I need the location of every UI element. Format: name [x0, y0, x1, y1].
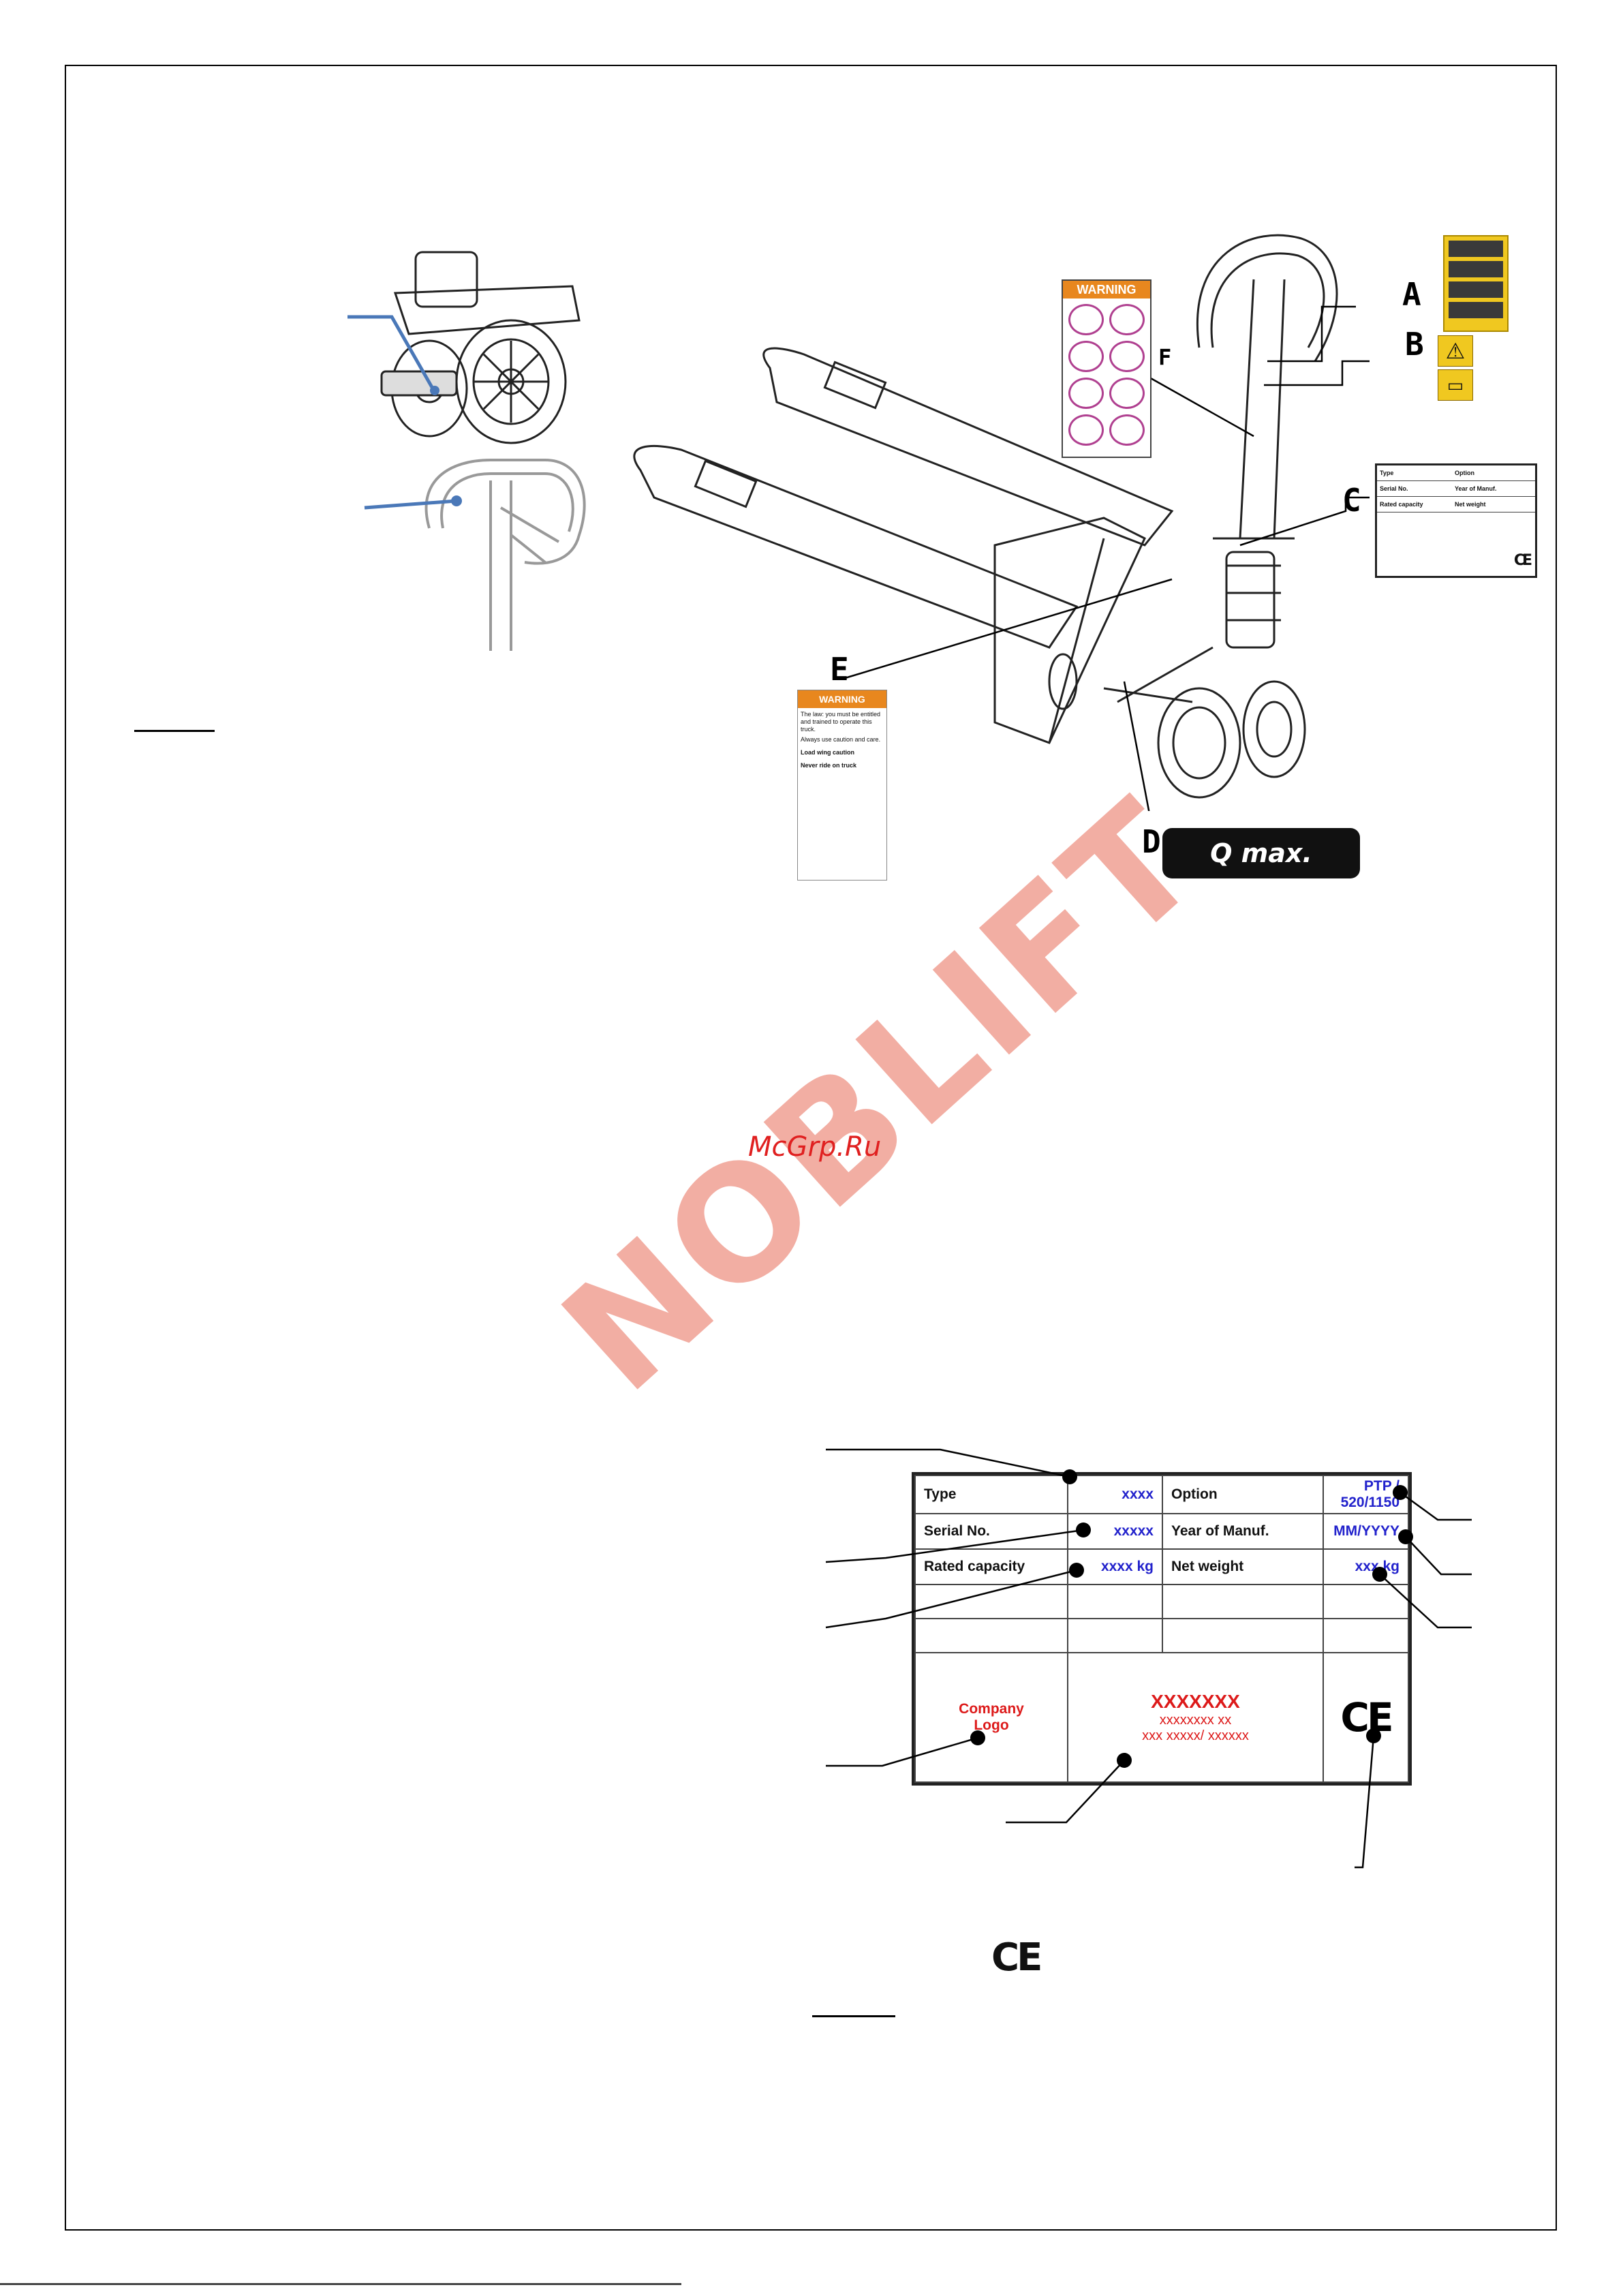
pallet-truck-figure: [627, 225, 1404, 811]
nameplate-company-line-1: Company: [959, 1701, 1024, 1717]
sticker-f-pictograms: [1063, 299, 1150, 451]
nameplate-net-label: Net weight: [1162, 1548, 1324, 1585]
label-letter-a: A: [1402, 276, 1421, 313]
label-letter-f: F: [1158, 344, 1172, 370]
handle-pointer-line: [364, 495, 462, 510]
sticker-c-ce: CE: [1513, 552, 1532, 569]
brake-pointer-line: [347, 315, 439, 395]
nameplate-empty-cell: [1162, 1618, 1324, 1653]
sticker-f: WARNING: [1062, 279, 1151, 458]
nameplate-empty-cell: [1323, 1584, 1409, 1619]
no-entry-icon: [1068, 341, 1104, 372]
nameplate-manufacturer: XXXXXXX xxxxxxxx xx xxx xxxxx/ xxxxxx: [1067, 1652, 1324, 1783]
nameplate-ce-cell: CE: [1323, 1652, 1409, 1783]
nameplate-year-value: MM/YYYY: [1323, 1513, 1409, 1550]
label-letter-e: E: [830, 651, 849, 688]
sticker-c-option: Option: [1455, 470, 1474, 476]
nameplate-company-logo: Company Logo: [914, 1652, 1068, 1783]
warning-triangle-icon: ⚠: [1438, 335, 1473, 367]
page-frame: [65, 65, 1557, 2231]
callout-dot-serial: [1076, 1522, 1091, 1537]
ce-mark: CE: [991, 1935, 1042, 1980]
no-entry-icon: [1068, 378, 1104, 409]
sticker-a-icon-1: [1449, 241, 1503, 257]
nameplate-empty-cell: [1162, 1584, 1324, 1619]
nameplate-empty-cell: [914, 1618, 1068, 1653]
nameplate-option-label: Option: [1162, 1475, 1324, 1514]
nameplate-empty-cell: [1067, 1618, 1163, 1653]
callout-dot-manufacturer: [1117, 1753, 1132, 1768]
site-watermark: McGrp.Ru: [748, 1131, 882, 1163]
sticker-c-row-2: Serial No. Year of Manuf.: [1377, 481, 1535, 497]
no-entry-icon: [1109, 304, 1145, 335]
nameplate-empty-cell: [1323, 1618, 1409, 1653]
nameplate-type-label: Type: [914, 1475, 1068, 1514]
sticker-c-type: Type: [1380, 470, 1394, 476]
nameplate-empty-cell: [1067, 1584, 1163, 1619]
nameplate-mfr-line-1: XXXXXXX: [1151, 1691, 1240, 1712]
no-entry-icon: [1109, 414, 1145, 446]
sticker-e-line-3: Load wing caution: [801, 749, 854, 756]
sticker-a-icon-4: [1449, 302, 1503, 318]
callout-dot-option: [1393, 1485, 1408, 1500]
nameplate-empty-cell: [914, 1584, 1068, 1619]
callout-dot-net: [1372, 1567, 1387, 1582]
sticker-e-header: WARNING: [798, 690, 886, 708]
sticker-c-net: Net weight: [1455, 501, 1486, 508]
nameplate-year-label: Year of Manuf.: [1162, 1513, 1324, 1550]
nameplate-mfr-line-2: xxxxxxxx xx: [1159, 1713, 1232, 1728]
callout-dot-type: [1062, 1469, 1077, 1484]
callout-dot-ce: [1366, 1728, 1381, 1743]
sticker-c-serial: Serial No.: [1380, 485, 1408, 492]
nameplate-type-value: xxxx: [1067, 1475, 1163, 1514]
no-entry-icon: [1109, 341, 1145, 372]
no-entry-icon: [1109, 378, 1145, 409]
sticker-f-header: WARNING: [1063, 281, 1150, 299]
nameplate-company-line-2: Logo: [974, 1717, 1009, 1733]
no-entry-icon: [1068, 414, 1104, 446]
capacity-badge: Q max. 2000kg: [1162, 828, 1360, 919]
sticker-c-rated: Rated capacity: [1380, 501, 1423, 508]
sticker-e-line-4: Never ride on truck: [801, 762, 857, 769]
nameplate-mfr-line-3: xxx xxxxx/ xxxxxx: [1142, 1728, 1249, 1743]
handle-detail-figure: [409, 453, 600, 658]
sticker-e: WARNING The law: you must be entitled an…: [797, 690, 887, 881]
sticker-c: Type Option Serial No. Year of Manuf. Ra…: [1375, 463, 1537, 578]
label-letter-c: C: [1342, 482, 1361, 519]
nameplate-net-value: xxx kg: [1323, 1548, 1409, 1585]
callout-dot-company: [970, 1730, 985, 1745]
sticker-a-icon-2: [1449, 261, 1503, 277]
sticker-a: [1443, 235, 1509, 332]
label-letter-b: B: [1405, 326, 1424, 363]
no-entry-icon: [1068, 304, 1104, 335]
sticker-e-line-2: Always use caution and care.: [801, 736, 881, 743]
nameplate-option-value-2: 520/1150: [1340, 1495, 1400, 1510]
label-letter-d: D: [1142, 823, 1161, 860]
fig-ref-underline-1: [134, 730, 215, 732]
callout-dot-year: [1398, 1529, 1413, 1544]
fig-ref-underline-2: [812, 2015, 895, 2017]
sticker-a-icon-3: [1449, 281, 1503, 298]
callout-dot-rated: [1069, 1563, 1084, 1578]
nameplate-option-value-1: PTP /: [1363, 1478, 1400, 1494]
sticker-b: ⚠ ▭: [1438, 335, 1473, 401]
book-icon: ▭: [1438, 369, 1473, 401]
footer-line: [0, 2283, 681, 2285]
sticker-c-year: Year of Manuf.: [1455, 485, 1497, 492]
sticker-c-row-3: Rated capacity Net weight: [1377, 497, 1535, 512]
sticker-e-line-1: The law: you must be entitled and traine…: [801, 711, 881, 733]
sticker-c-row-1: Type Option: [1377, 465, 1535, 481]
